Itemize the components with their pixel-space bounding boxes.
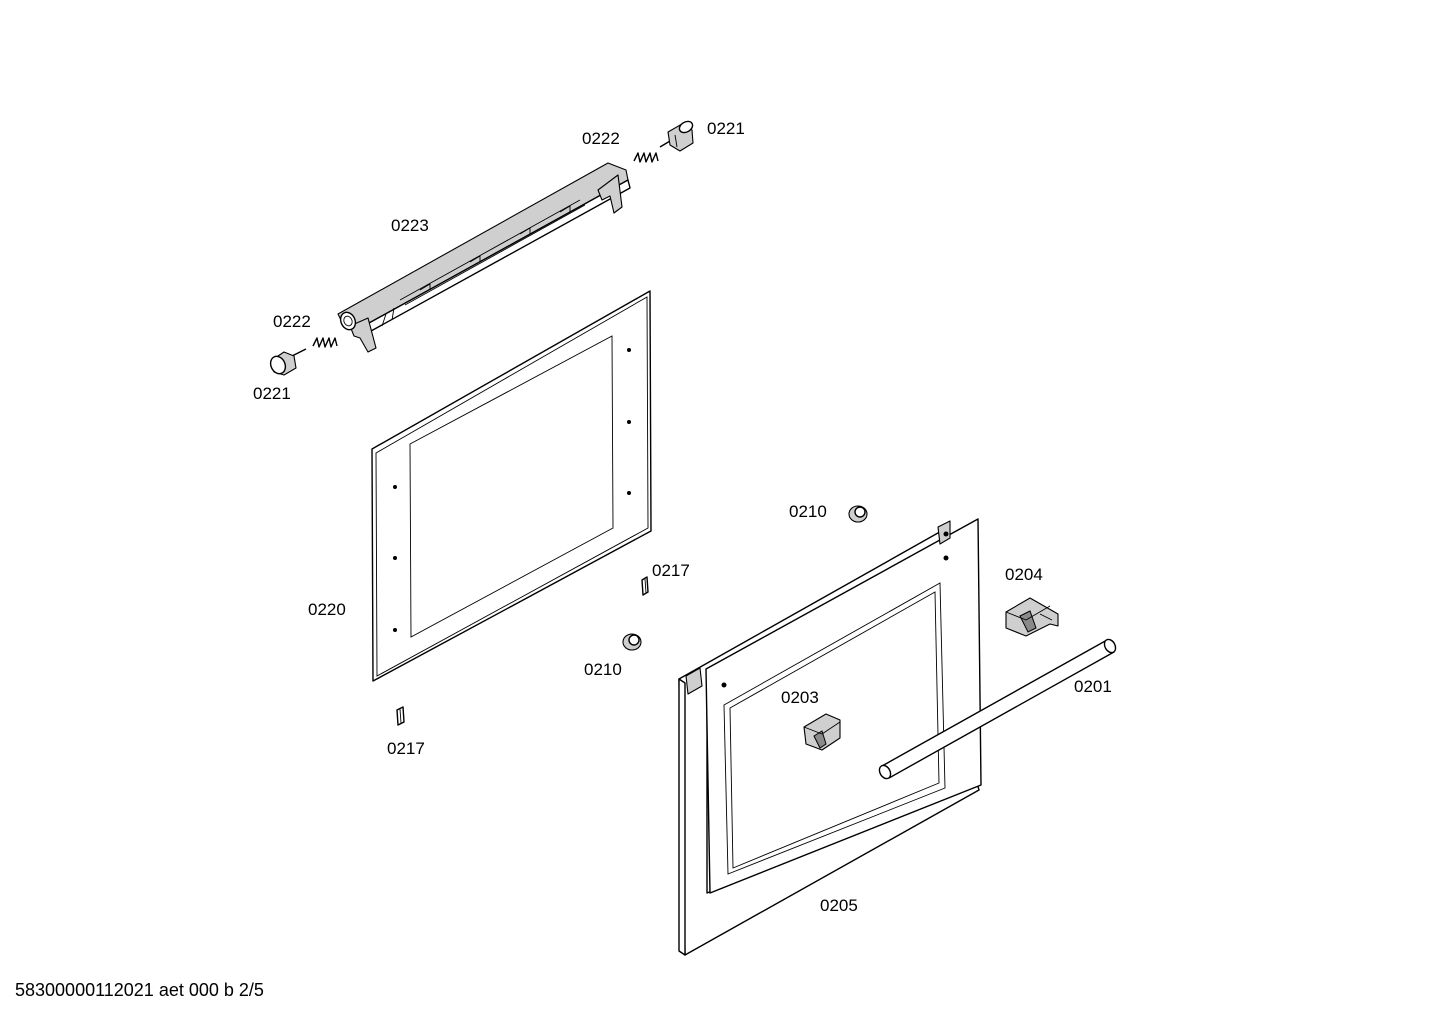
label-0217-bottom: 0217 bbox=[387, 739, 425, 758]
document-reference-footer: 58300000112021 aet 000 b 2/5 bbox=[15, 980, 264, 1000]
label-0204: 0204 bbox=[1005, 565, 1043, 584]
label-0205: 0205 bbox=[820, 896, 858, 915]
label-0222-left: 0222 bbox=[273, 312, 311, 331]
part-0217-bottom-clip bbox=[396, 706, 405, 726]
label-0210-mid: 0210 bbox=[584, 660, 622, 679]
part-0210-mid-bumper bbox=[622, 633, 642, 651]
part-0217-mid-clip bbox=[641, 576, 649, 596]
part-0210-top-bumper bbox=[848, 505, 868, 523]
label-0201: 0201 bbox=[1074, 677, 1112, 696]
label-0221-top: 0221 bbox=[707, 119, 745, 138]
part-0203-handle-bracket bbox=[803, 713, 841, 751]
label-0210-top: 0210 bbox=[789, 502, 827, 521]
label-0221-left: 0221 bbox=[253, 384, 291, 403]
part-0201-door-handle-bar bbox=[878, 638, 1117, 780]
part-0204-handle-bracket bbox=[1005, 597, 1059, 637]
part-0222-left-spring bbox=[312, 337, 338, 348]
part-0220-inner-glass-pane bbox=[371, 290, 652, 682]
label-0222-top: 0222 bbox=[582, 129, 620, 148]
label-0203: 0203 bbox=[781, 688, 819, 707]
part-0223-top-trim-rail bbox=[337, 162, 631, 353]
label-0217-mid: 0217 bbox=[652, 561, 690, 580]
part-0221-top-end-cap bbox=[659, 120, 694, 152]
label-0223: 0223 bbox=[391, 216, 429, 235]
part-0221-left-end-cap bbox=[269, 348, 307, 376]
label-0220: 0220 bbox=[308, 600, 346, 619]
part-0205-outer-door-frame bbox=[678, 518, 982, 956]
part-0222-top-spring bbox=[633, 152, 659, 163]
